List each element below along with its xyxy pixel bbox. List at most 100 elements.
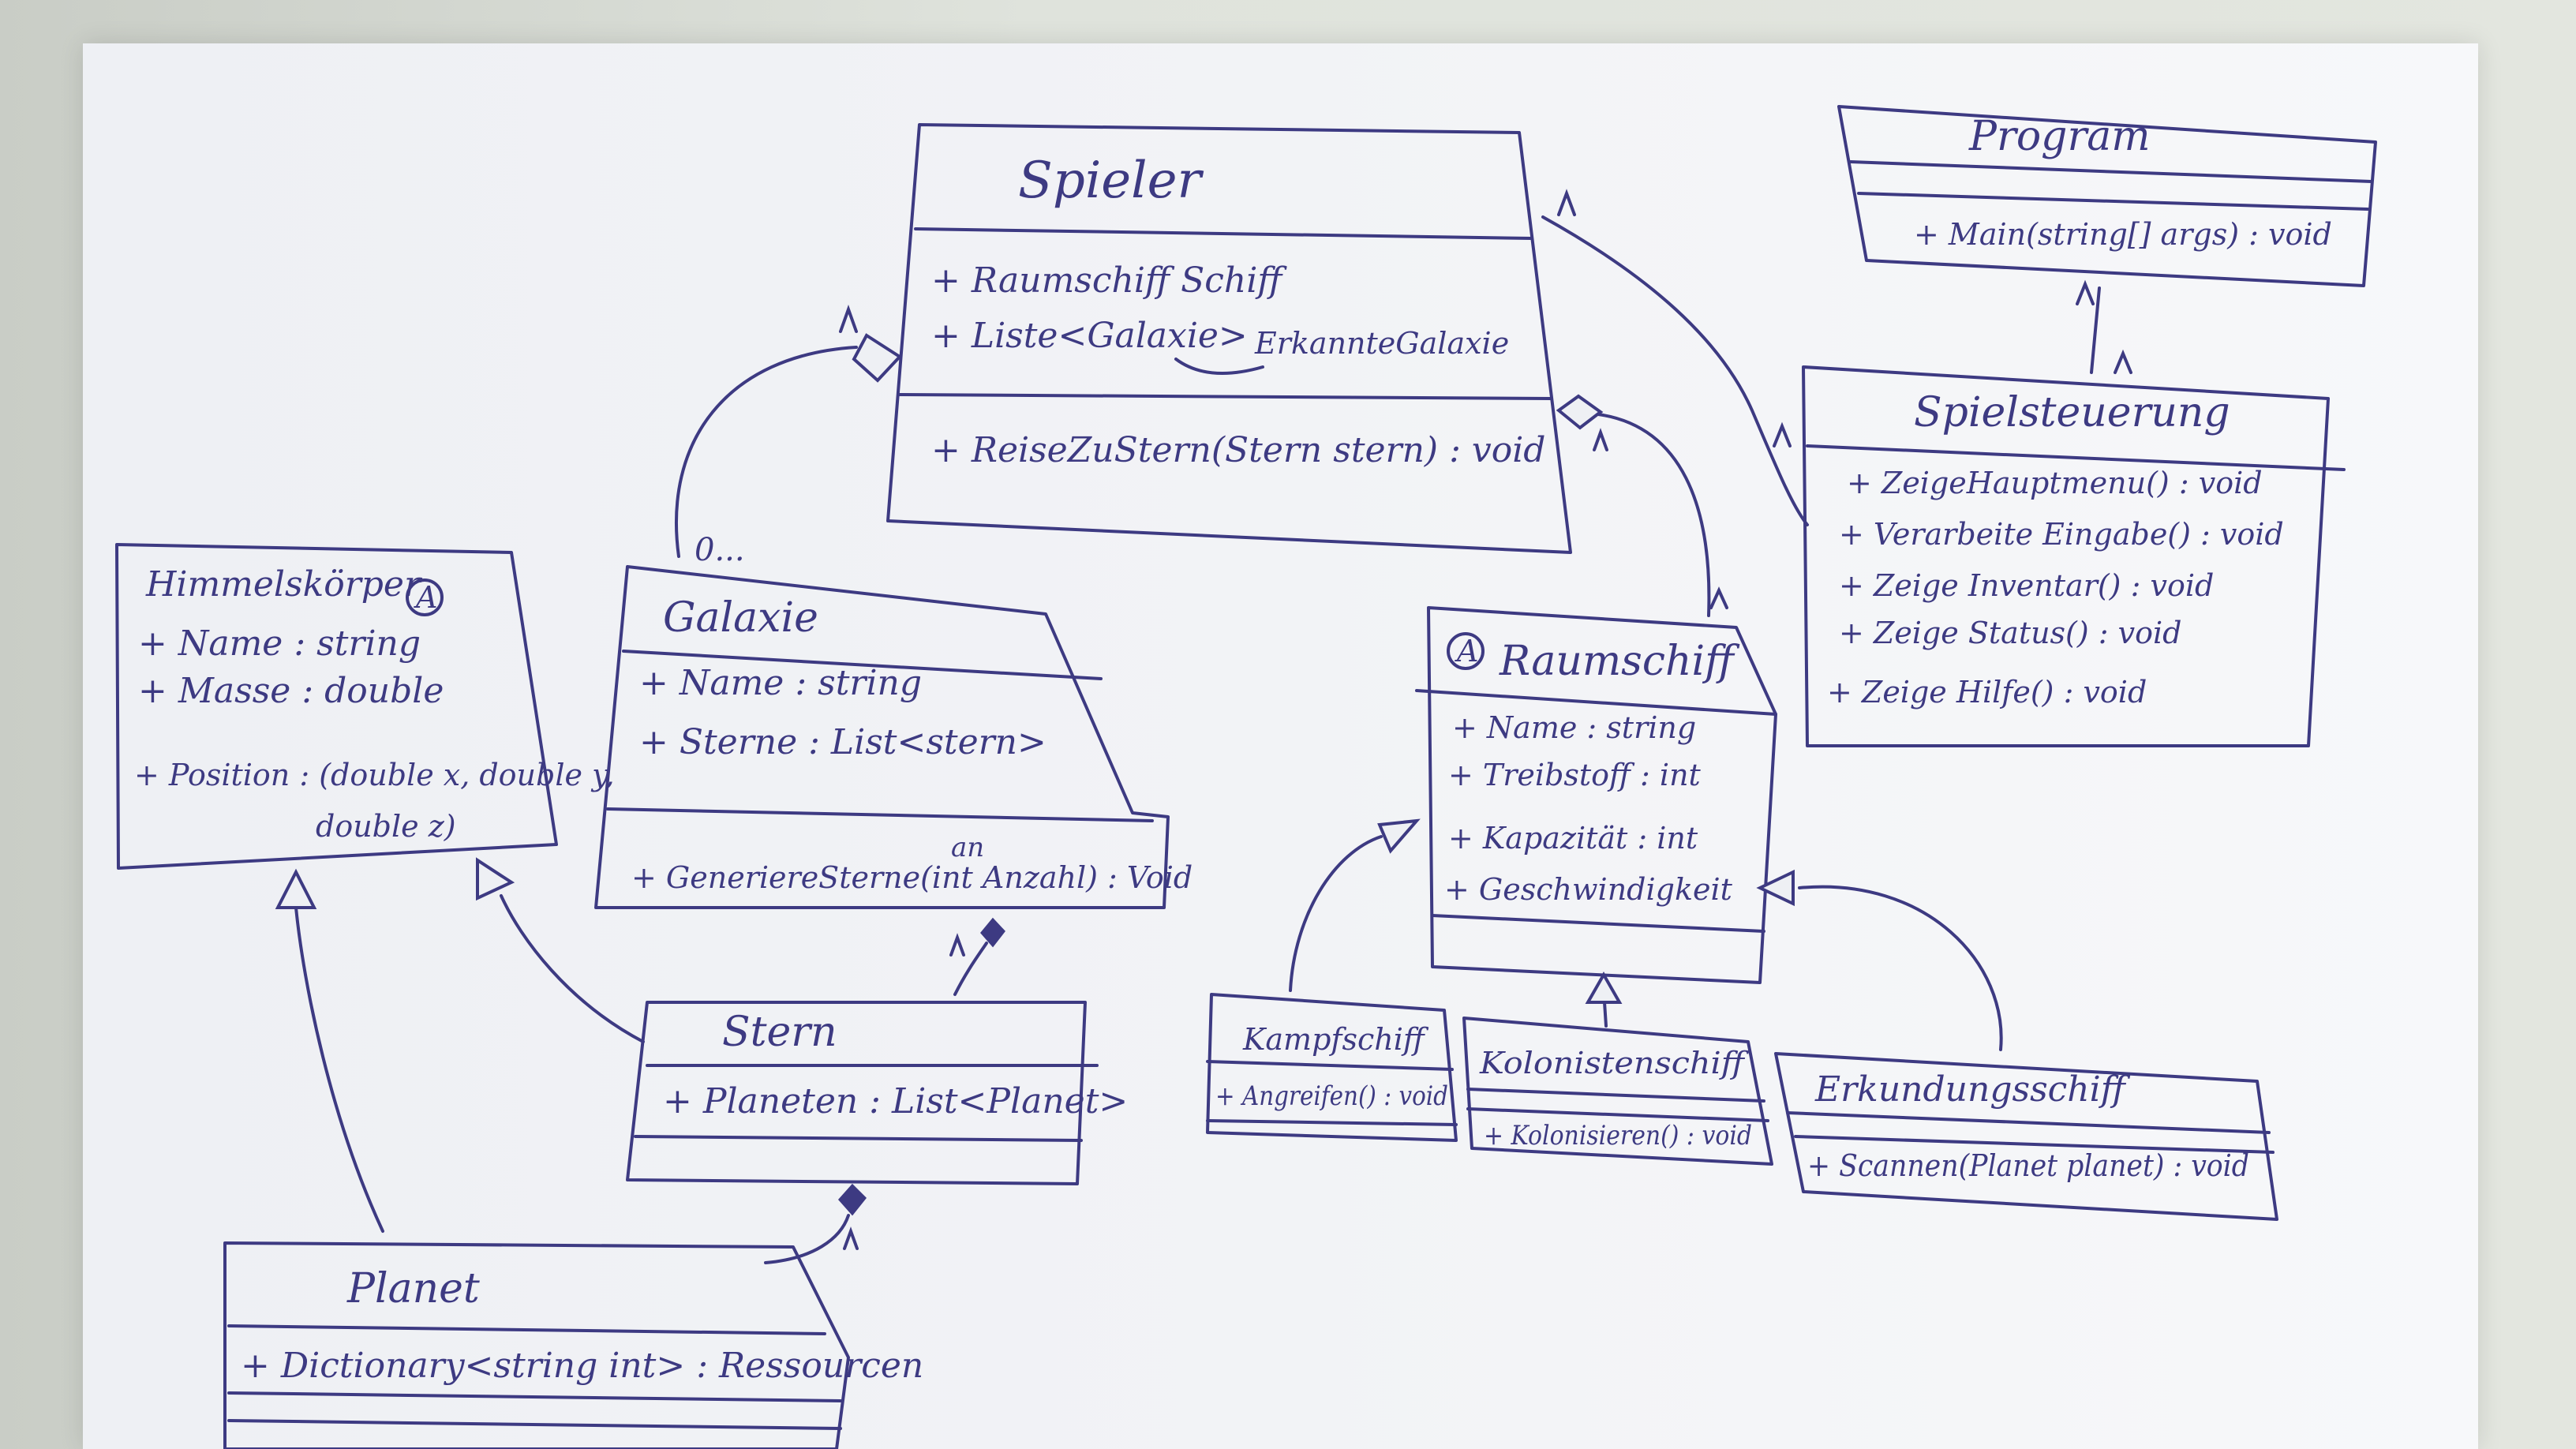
class-galaxie-divider-1	[622, 650, 1103, 680]
direction-caret-icon	[1709, 586, 1728, 609]
class-spielsteuerung-method-5: + Zeige Hilfe() : void	[1827, 675, 2147, 710]
relation-line	[500, 894, 645, 1043]
class-erkundungsschiff-name: Erkundungsschiff	[1814, 1069, 2131, 1110]
class-stern-box	[626, 1001, 1087, 1185]
class-himmelskoerper-attr-4: double z)	[316, 809, 456, 844]
direction-caret-icon	[1557, 189, 1576, 216]
class-planet-box	[223, 1241, 850, 1449]
class-himmelskoerper-attr-2: + Masse : double	[138, 671, 444, 711]
relation-stern-himmelskoerper-inheritance	[476, 857, 645, 1043]
class-galaxie: Galaxie + Name : string + Sterne : List<…	[594, 565, 1193, 909]
inheritance-arrow-icon	[1377, 818, 1421, 854]
class-galaxie-name: Galaxie	[663, 594, 818, 642]
relation-line	[764, 1214, 850, 1264]
class-spielsteuerung: Spielsteuerung + ZeigeHauptmenu() : void…	[1802, 365, 2346, 747]
class-erkundungsschiff-divider-1	[1786, 1111, 2271, 1134]
relation-line	[1798, 885, 2003, 1051]
class-kolonistenschiff-box	[1462, 1017, 1773, 1166]
direction-caret-icon	[839, 305, 858, 333]
class-spielsteuerung-divider	[1806, 444, 2346, 471]
class-himmelskoerper-attr-1: + Name : string	[138, 623, 421, 664]
class-spieler-box	[886, 123, 1572, 554]
direction-caret-icon	[2076, 279, 2095, 305]
relation-line	[1541, 215, 1809, 526]
class-program-divider-2	[1857, 192, 2369, 211]
class-planet-attr-1: + Dictionary<string int> : Ressourcen	[241, 1346, 923, 1386]
relation-line	[2090, 286, 2101, 374]
class-stern-divider-2	[634, 1135, 1083, 1142]
class-spielsteuerung-name: Spielsteuerung	[1914, 389, 2230, 436]
class-erkundungsschiff-method-1: + Scannen(Planet planet) : void	[1807, 1148, 2249, 1183]
direction-caret-icon	[2114, 349, 2132, 374]
class-kampfschiff-divider-2	[1206, 1119, 1458, 1126]
class-raumschiff-attr-1: + Name : string	[1452, 710, 1696, 745]
class-raumschiff-name: Raumschiff	[1499, 638, 1740, 685]
relation-kampfschiff-raumschiff-inheritance	[1289, 818, 1421, 992]
relation-line	[294, 906, 384, 1233]
direction-caret-icon	[1593, 428, 1608, 451]
relation-line	[1597, 413, 1711, 617]
class-kolonistenschiff-divider-1	[1466, 1088, 1765, 1103]
class-galaxie-attr-2: + Sterne : List<stern>	[639, 722, 1046, 762]
class-spieler-attr-2-name: ErkannteGalaxie	[1254, 326, 1509, 361]
abstract-marker-icon	[406, 578, 444, 616]
class-erkundungsschiff: Erkundungsschiff + Scannen(Planet planet…	[1774, 1052, 2278, 1221]
class-himmelskoerper-box	[115, 543, 558, 870]
relation-line	[1603, 1001, 1608, 1028]
abstract-marker-icon	[1447, 632, 1485, 670]
class-spielsteuerung-method-1: + ZeigeHauptmenu() : void	[1847, 466, 2263, 500]
class-spieler-name: Spieler	[1018, 152, 1204, 210]
class-spieler-divider-1	[914, 227, 1533, 240]
class-spielsteuerung-method-4: + Zeige Status() : void	[1839, 616, 2182, 650]
class-raumschiff-attr-2: + Treibstoff : int	[1448, 758, 1702, 792]
class-spielsteuerung-method-3: + Zeige Inventar() : void	[1839, 568, 2214, 603]
composition-diamond-icon	[980, 917, 1005, 948]
composition-diamond-icon	[837, 1183, 867, 1216]
class-raumschiff-divider-1	[1415, 689, 1777, 716]
relation-kolonistenschiff-raumschiff-inheritance	[1585, 971, 1623, 1028]
class-kolonistenschiff-name: Kolonistenschiff	[1479, 1046, 1750, 1080]
class-raumschiff-abstract-marker: A	[1455, 634, 1478, 668]
aggregation-diamond-icon	[852, 333, 903, 383]
class-spielsteuerung-method-2: + Verarbeite Eingabe() : void	[1839, 517, 2284, 552]
class-kampfschiff-divider-1	[1206, 1060, 1454, 1071]
direction-caret-icon	[843, 1226, 859, 1250]
relation-erkundungsschiff-raumschiff-inheritance	[1756, 869, 2003, 1051]
class-kampfschiff-method-1: + Angreifen() : void	[1215, 1080, 1448, 1112]
class-spieler-attr-1: + Raumschiff Schiff	[931, 260, 1287, 301]
class-program-divider-1	[1849, 160, 2373, 183]
class-himmelskoerper: Himmelskörper A + Name : string + Masse …	[115, 543, 615, 870]
correction-arrow	[1174, 358, 1264, 375]
relation-planet-himmelskoerper-inheritance	[275, 868, 384, 1233]
class-kampfschiff-name: Kampfschiff	[1242, 1022, 1429, 1057]
class-spieler-divider-2	[898, 393, 1552, 400]
class-planet-divider-2	[227, 1391, 842, 1402]
class-stern: Stern + Planeten : List<Planet>	[626, 1001, 1128, 1185]
inheritance-arrow-icon	[1756, 869, 1795, 907]
class-program-box	[1837, 105, 2377, 287]
class-planet-divider-3	[227, 1419, 842, 1430]
class-stern-attr-1: + Planeten : List<Planet>	[663, 1081, 1128, 1121]
class-spielsteuerung-box	[1802, 365, 2330, 747]
class-kolonistenschiff: Kolonistenschiff + Kolonisieren() : void	[1462, 1017, 1773, 1166]
class-kampfschiff: Kampfschiff + Angreifen() : void	[1206, 993, 1458, 1142]
relation-spieler-spielsteuerung	[1541, 189, 1809, 526]
class-galaxie-attr-1: + Name : string	[639, 663, 922, 703]
class-raumschiff-divider-2	[1431, 914, 1765, 933]
class-galaxie-box	[594, 565, 1170, 909]
relation-raumschiff-spieler-aggregation	[1556, 394, 1728, 617]
relation-line	[675, 346, 858, 558]
relation-stern-galaxie-composition	[949, 917, 1005, 996]
class-kolonistenschiff-divider-2	[1466, 1107, 1769, 1122]
class-raumschiff: A Raumschiff + Name : string + Treibstof…	[1415, 606, 1777, 984]
class-galaxie-method-1: + GeneriereSterne(int Anzahl) : Void	[631, 860, 1193, 895]
relation-line	[1289, 835, 1383, 992]
class-himmelskoerper-abstract-marker: A	[414, 580, 437, 615]
inheritance-arrow-icon	[476, 857, 515, 901]
inheritance-arrow-icon	[1585, 971, 1623, 1004]
class-spieler-method-1: + ReiseZuStern(Stern stern) : void	[931, 430, 1545, 470]
class-galaxie-divider-2	[606, 807, 1154, 822]
class-erkundungsschiff-divider-2	[1794, 1135, 2275, 1154]
class-kampfschiff-box	[1206, 993, 1458, 1142]
